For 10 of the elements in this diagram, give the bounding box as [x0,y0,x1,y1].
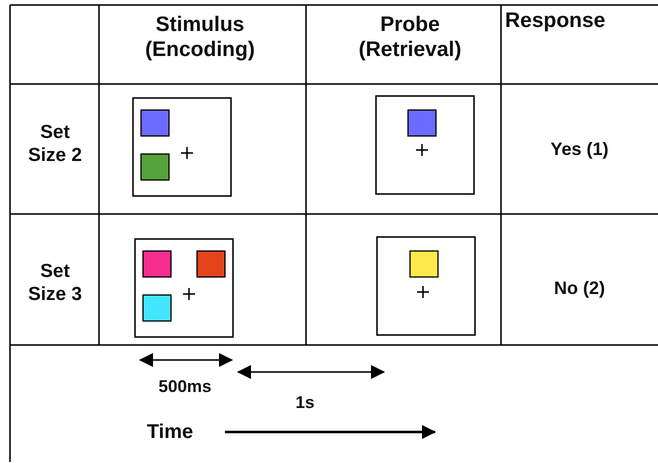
column-header: Probe (Retrieval) [358,12,462,62]
response-text: Yes (1) [549,139,610,161]
row-header: Set Size 2 [27,122,83,168]
response-text: No (2) [553,278,606,300]
axis-label: Time [146,420,194,444]
duration-label: 1s [294,393,316,414]
column-header: Stimulus (Encoding) [144,12,256,62]
column-header: Response [505,8,606,34]
row-header: Set Size 3 [27,261,83,307]
duration-label: 500ms [158,377,212,398]
